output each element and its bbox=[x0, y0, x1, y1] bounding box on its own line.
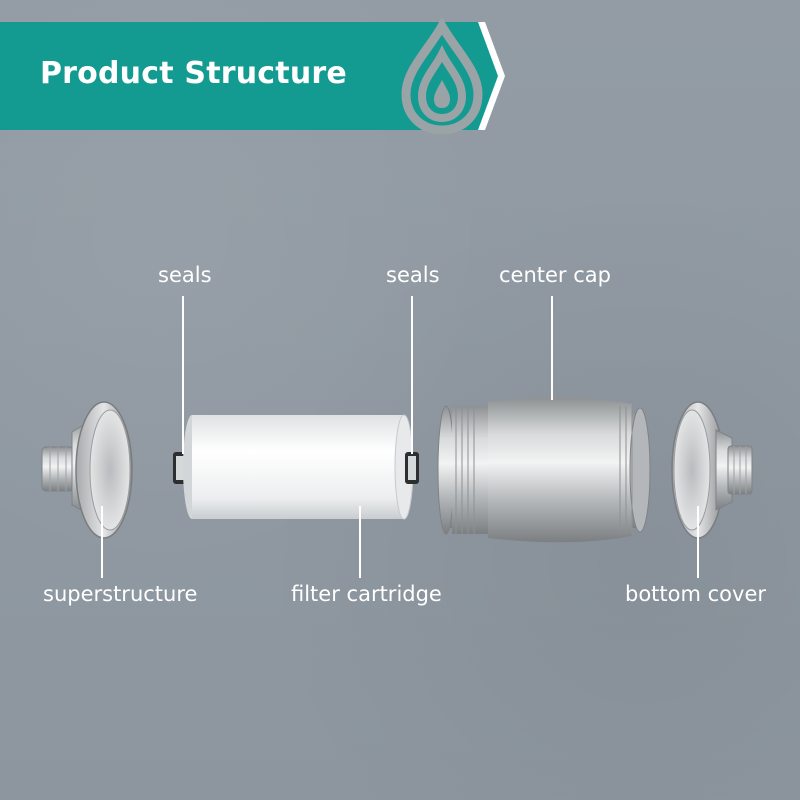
bottom-cover-part bbox=[671, 401, 753, 539]
seals-left-label: seals bbox=[158, 263, 212, 287]
bottom-cover-label: bottom cover bbox=[625, 582, 767, 606]
superstructure-leader bbox=[101, 506, 103, 578]
center-cap-part bbox=[437, 397, 651, 543]
filter-cartridge-leader bbox=[359, 506, 361, 578]
bottom-cover-leader bbox=[697, 506, 699, 578]
superstructure-part bbox=[41, 401, 133, 539]
page-title: Product Structure bbox=[40, 56, 347, 91]
seals-right-leader bbox=[411, 296, 413, 454]
water-drop-icon bbox=[401, 18, 483, 135]
filter-cartridge-label: filter cartridge bbox=[291, 582, 442, 606]
seals-left-leader bbox=[182, 296, 184, 454]
seal-right-part bbox=[405, 452, 419, 484]
center-cap-leader bbox=[551, 296, 553, 400]
superstructure-label: superstructure bbox=[43, 582, 198, 606]
center-cap-label: center cap bbox=[499, 263, 611, 287]
seals-right-label: seals bbox=[386, 263, 440, 287]
filter-cartridge-part bbox=[183, 414, 414, 520]
